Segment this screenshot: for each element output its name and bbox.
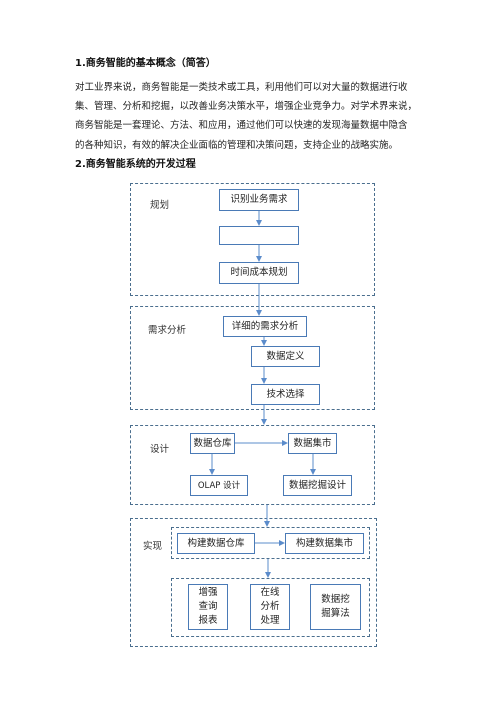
box-data-mart: 数据集市 [288, 433, 337, 454]
section-implementation [130, 518, 377, 647]
paragraph-line: 商务智能是一套理论、方法、和应用，通过他们可以快速的发现海量数据中隐含 [75, 120, 408, 132]
box-detailed-requirements: 详细的需求分析 [223, 316, 307, 337]
box-olap-design: OLAP 设计 [190, 475, 248, 496]
heading-basic-concepts: 1.商务智能的基本概念（简答） [75, 58, 216, 69]
section-requirements [130, 306, 375, 410]
paragraph-line: 的各种知识，有效的解决企业面临的管理和决策问题，支持企业的战略实施。 [75, 139, 399, 151]
box-mining-algorithms: 数据挖 掘算法 [310, 584, 361, 630]
section-label-planning: 规划 [150, 200, 170, 211]
section-planning [130, 183, 375, 296]
section-label-requirements: 需求分析 [148, 325, 187, 336]
box-data-mining-design: 数据挖掘设计 [283, 475, 352, 496]
box-identify-requirements: 识别业务需求 [219, 189, 299, 211]
box-data-definition: 数据定义 [251, 346, 320, 367]
section-label-design: 设计 [150, 444, 170, 455]
implementation-apps-group [171, 578, 370, 637]
box-time-cost-planning: 时间成本规划 [219, 262, 299, 284]
implementation-build-group [171, 527, 370, 559]
box-olap-processing: 在线 分析 处理 [250, 584, 290, 630]
box-data-warehouse: 数据仓库 [190, 433, 235, 454]
box-build-data-warehouse: 构建数据仓库 [177, 533, 255, 554]
section-label-implementation: 实现 [143, 541, 163, 552]
paragraph-line: 对工业界来说，商务智能是一类技术或工具，利用他们可以对大量的数据进行收 [75, 82, 408, 93]
box-empty [219, 226, 299, 245]
box-build-data-mart: 构建数据集市 [285, 533, 364, 554]
paragraph-line: 集、管理、分析和挖掘，以改善业务决策水平，增强企业竞争力。对学术界来说， [75, 101, 418, 113]
heading-dev-process: 2.商务智能系统的开发过程 [75, 159, 196, 170]
box-query-reports: 增强 查询 报表 [188, 584, 228, 630]
box-technology-selection: 技术选择 [251, 384, 320, 405]
section-design [130, 425, 375, 505]
paragraph-definition: 对工业界来说，商务智能是一类技术或工具，利用他们可以对大量的数据进行收 集、管理… [75, 78, 431, 155]
